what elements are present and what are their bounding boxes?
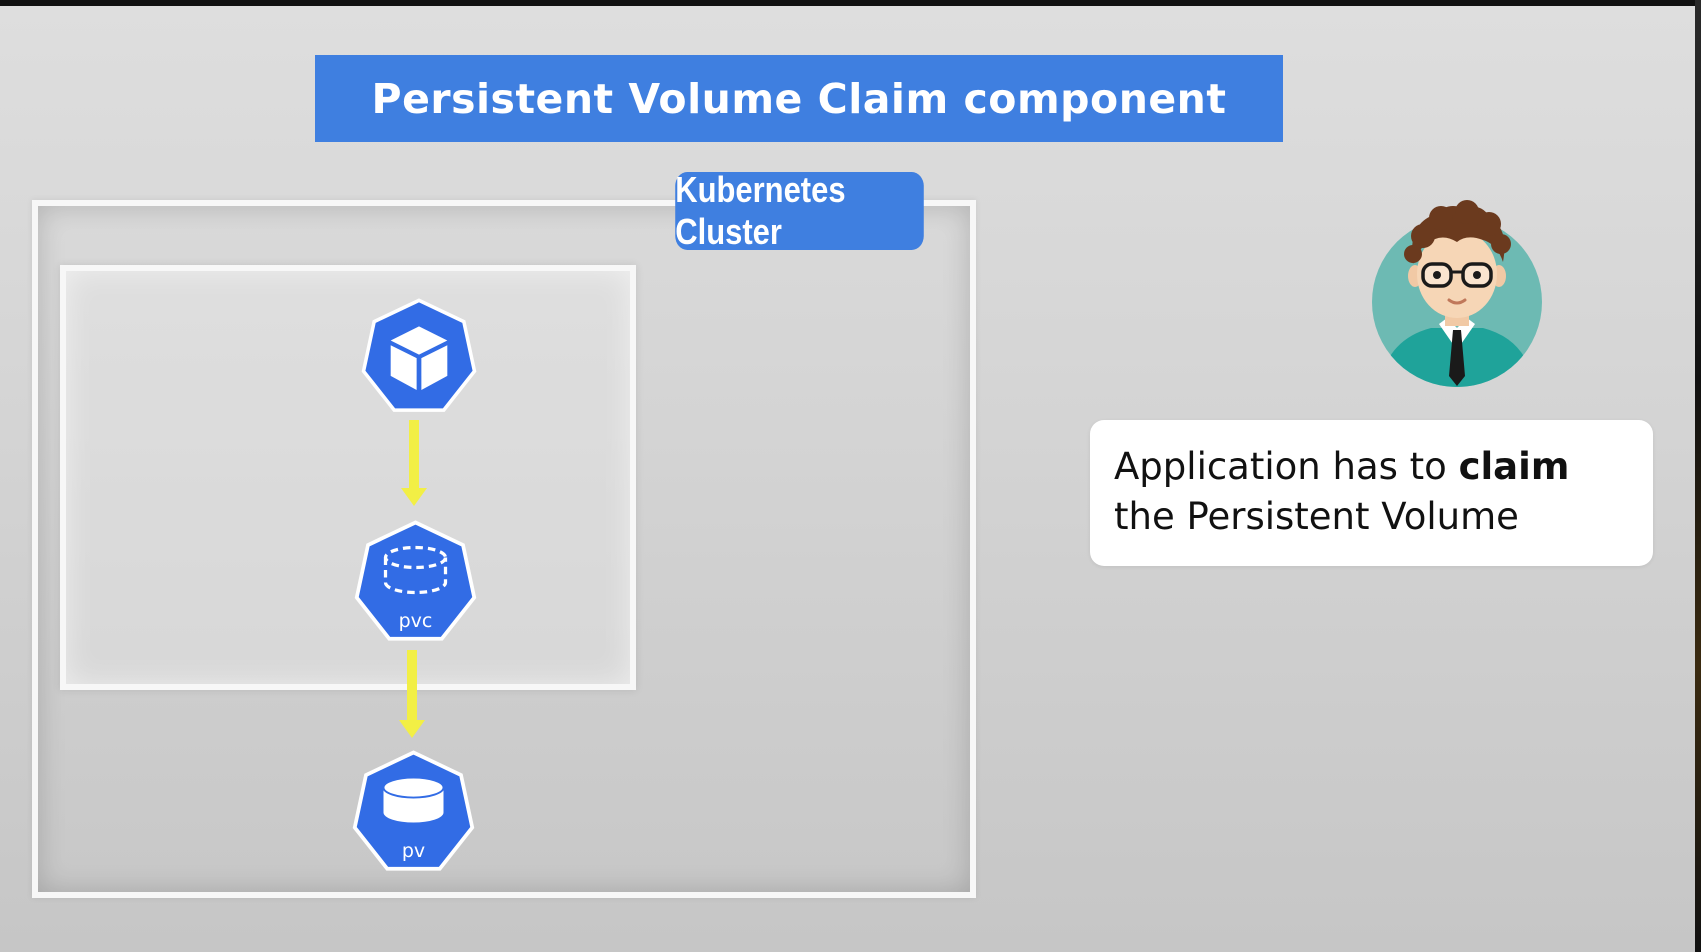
info-text-part2: the Persistent Volume	[1114, 495, 1519, 538]
info-text-part1: Application has to	[1114, 445, 1459, 488]
top-bar	[0, 0, 1701, 6]
pvc-label: pvc	[398, 610, 433, 632]
developer-avatar	[1371, 200, 1543, 394]
pv-label: pv	[401, 840, 426, 862]
pod-box	[60, 265, 636, 690]
dashed-cylinder-icon	[354, 520, 477, 641]
info-text-bold: claim	[1458, 445, 1570, 488]
cylinder-icon	[352, 750, 475, 871]
pvc-node: pvc	[353, 520, 478, 645]
page-title: Persistent Volume Claim component	[315, 55, 1283, 142]
cube-icon	[361, 298, 477, 412]
pod-node	[360, 298, 478, 416]
pv-node: pv	[351, 750, 476, 875]
person-icon	[1372, 200, 1542, 387]
arrow-pvc-to-pv	[399, 650, 425, 738]
kubernetes-cluster-label: Kubernetes Cluster	[675, 169, 924, 252]
arrow-pod-to-pvc	[401, 420, 427, 506]
info-card: Application has to claim the Persistent …	[1090, 420, 1653, 566]
kubernetes-cluster-box	[32, 200, 976, 898]
right-edge	[1695, 0, 1701, 952]
